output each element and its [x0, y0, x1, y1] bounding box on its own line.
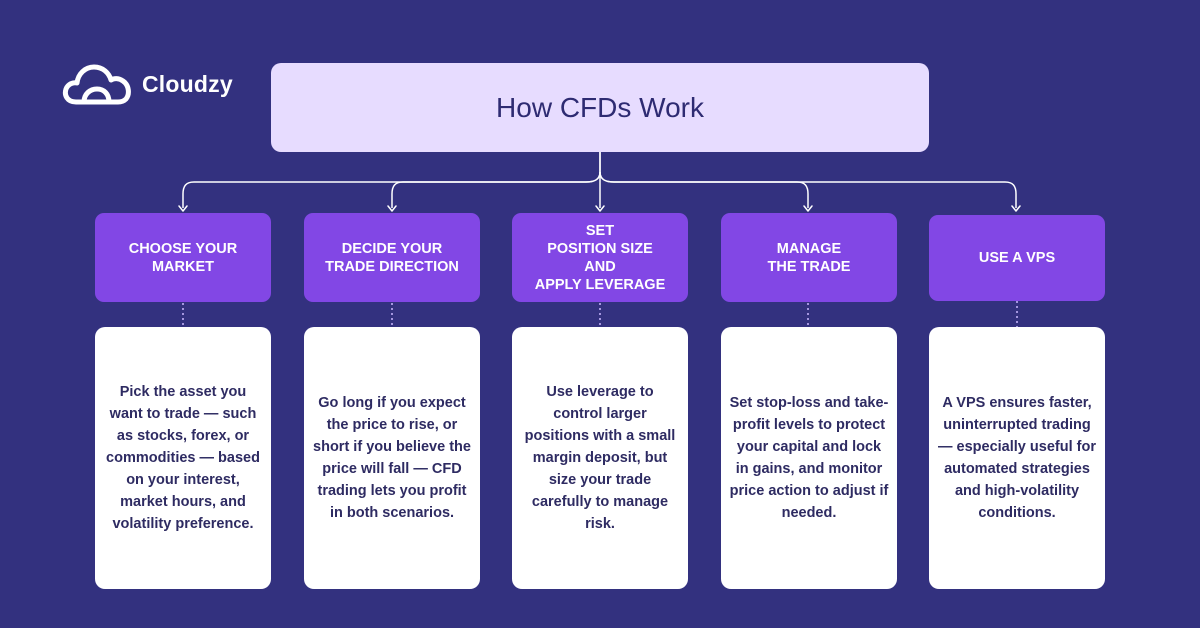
description-card-manage-trade: Set stop-loss and take-profit levels to … — [721, 327, 897, 589]
diagram-title: How CFDs Work — [271, 63, 929, 152]
brand-logo: Cloudzy — [62, 62, 233, 106]
step-box-manage-trade: MANAGE THE TRADE — [721, 213, 897, 302]
arrowhead-3 — [595, 205, 605, 212]
arrowhead-4 — [803, 205, 813, 212]
description-card-position-size-leverage: Use leverage to control larger positions… — [512, 327, 688, 589]
step-box-position-size-leverage: SET POSITION SIZE AND APPLY LEVERAGE — [512, 213, 688, 302]
description-card-choose-market: Pick the asset you want to trade — such … — [95, 327, 271, 589]
arrowhead-5 — [1011, 205, 1021, 212]
connector-branch-5 — [599, 171, 1017, 208]
arrowhead-2 — [387, 205, 397, 212]
connector-branch-4 — [599, 171, 809, 208]
brand-name: Cloudzy — [142, 70, 233, 97]
arrowhead-1 — [178, 205, 188, 212]
description-card-decide-direction: Go long if you expect the price to rise,… — [304, 327, 480, 589]
step-box-choose-market: CHOOSE YOUR MARKET — [95, 213, 271, 302]
description-card-use-vps: A VPS ensures faster, uninterrupted trad… — [929, 327, 1105, 589]
step-box-use-vps: USE A VPS — [929, 215, 1105, 301]
step-box-decide-direction: DECIDE YOUR TRADE DIRECTION — [304, 213, 480, 302]
connector-branch-2 — [391, 171, 601, 208]
cloud-icon — [62, 64, 131, 105]
